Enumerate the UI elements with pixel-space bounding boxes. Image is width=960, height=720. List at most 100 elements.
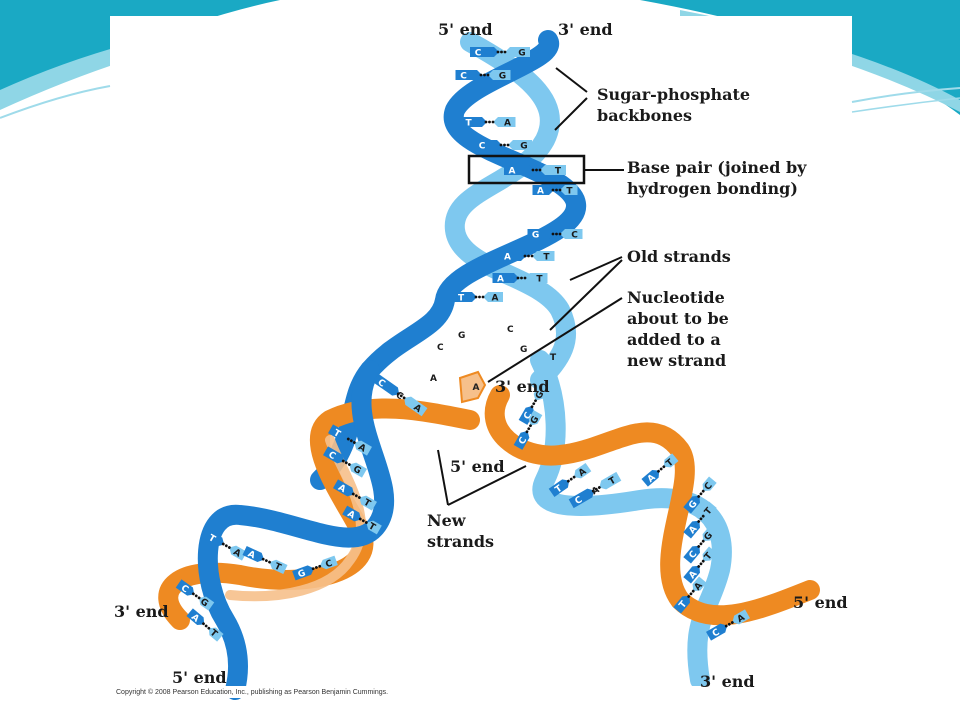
parent-base-pair-right-base [525, 273, 548, 283]
parent-base-pair-base-letter: A [497, 275, 504, 285]
parent-base-pair-hydrogen-bond-dot [520, 276, 523, 280]
right-base-pair-hydrogen-bond-dot [701, 539, 705, 543]
left-base-pair-hydrogen-bond-dot [346, 437, 350, 441]
label-left-5-end: 5' end [172, 668, 227, 687]
parent-base-pair-hydrogen-bond-dot [474, 295, 478, 299]
right-base-pair-left-base [683, 495, 700, 514]
left-base-pair-left-base [175, 579, 195, 596]
parent-base-pair-hydrogen-bond-dot [555, 188, 558, 192]
parent-base-pair-left-base [532, 185, 554, 195]
parent-base-pair-base-letter: C [571, 231, 578, 241]
right-base-pair-left-base [683, 565, 700, 584]
parent-base-pair-hydrogen-bond-dot [479, 73, 483, 77]
free-nucleotide-base: A [473, 383, 480, 393]
left-base-pair-left-base [342, 505, 362, 522]
right-base-pair-base-letter: A [590, 485, 601, 497]
parent-base-pair-hydrogen-bond-dot [531, 168, 535, 172]
parent-base-pair-base-letter: T [566, 187, 573, 197]
nucleotide-leader [487, 297, 623, 383]
right-base-pair-right-base [702, 476, 717, 492]
label-right-3-end: 3' end [700, 672, 755, 691]
left-base-pair-right-base [349, 462, 367, 478]
left-base-pair-base-letter: C [394, 390, 405, 402]
left-base-pair-hydrogen-bond-dot [268, 560, 271, 564]
fork-unpaired-base: C [437, 343, 444, 353]
right-base-pair-hydrogen-bond-dot [689, 592, 693, 596]
left-base-pair-hydrogen-bond-dot [191, 592, 195, 596]
right-base-pair-hydrogen-bond-dot [594, 487, 598, 491]
copyright-text: Copyright © 2008 Pearson Education, Inc.… [116, 689, 389, 696]
left-base-pair-hydrogen-bond-dot [402, 396, 406, 400]
right-swoosh-2 [851, 97, 960, 113]
right-base-pair-left-base [706, 623, 728, 641]
left-base-pair-hydrogen-bond-dot [318, 564, 322, 568]
parent-base-pair-base-letter: A [509, 167, 516, 177]
left-base-pair-hydrogen-bond-dot [358, 517, 362, 521]
left-base-pair-base-letter: C [179, 583, 190, 595]
parent-base-pair-hydrogen-bond-dot [558, 188, 562, 192]
left-base-pair-hydrogen-bond-dot [347, 463, 351, 466]
label-new-strands: New strands [427, 511, 495, 551]
parent-base-pair-base-letter: T [458, 294, 465, 304]
left-base-pair: TA [203, 529, 247, 561]
left-base-pair-hydrogen-bond-dot [352, 441, 356, 444]
right-swoosh [851, 87, 960, 103]
label-old-strands: Old strands [627, 247, 731, 266]
parent-base-pair-hydrogen-bond-dot [488, 120, 491, 124]
parent-base-pair-hydrogen-bond-dot [551, 232, 555, 236]
parent-base-pair-base-letter: T [465, 119, 472, 129]
parent-base-pair-right-base [540, 165, 566, 175]
right-base-pair-hydrogen-bond-dot [572, 475, 576, 479]
parent-base-pair-hydrogen-bond-dot [523, 254, 527, 258]
parent-base-pair-left-base [474, 140, 502, 150]
new-strands-leader-1 [437, 449, 449, 506]
parent-base-pair-left-base [504, 165, 534, 175]
right-base-pair-hydrogen-bond-dot [530, 405, 534, 409]
parent-base-pair-base-letter: A [537, 187, 544, 197]
parent-base-pair-hydrogen-bond-dot [496, 50, 500, 54]
label-top-5-end: 5' end [438, 20, 493, 39]
parent-base-pair-right-base [493, 117, 516, 127]
left-base-pair: CCA [372, 373, 428, 417]
top-left-wave [0, 0, 280, 105]
right-base-pair-hydrogen-bond-dot [701, 559, 705, 563]
left-base-pair-right-base [359, 495, 377, 511]
left-base-pair-left-base [333, 479, 355, 497]
parent-base-pair-base-letter: G [518, 49, 525, 59]
left-base-pair-base-letter: C [324, 558, 334, 570]
leader-lines [437, 67, 624, 506]
right-base-pair-right-base [702, 546, 717, 562]
parent-base-pair-hydrogen-bond-dot [538, 168, 542, 172]
right-base-pair: CAT [568, 471, 622, 509]
right-base-pair-base-letter: T [665, 457, 677, 469]
right-base-pair-left-base [548, 479, 570, 498]
left-base-pair-base-letter: A [246, 549, 257, 561]
parent-base-pair-base-letter: C [479, 142, 486, 152]
parent-base-pair-hydrogen-bond-dot [503, 50, 507, 54]
right-base-pair-hydrogen-bond-dot [525, 430, 529, 434]
right-base-pair-base-letter: C [574, 495, 585, 507]
left-base-pair: GC [292, 555, 338, 581]
right-base-pair-right-base [702, 526, 717, 542]
right-base-pair-base-letter: C [711, 627, 722, 639]
left-base-pair-base-letter: A [189, 612, 201, 624]
right-base-pair: TA [673, 576, 707, 614]
right-base-pair-base-letter: T [554, 483, 565, 495]
left-base-pair-right-base [269, 559, 288, 575]
parent-base-pair-base-letter: A [492, 294, 499, 304]
parent-base-pair-right-base [505, 47, 530, 57]
right-base-pair-hydrogen-bond-dot [699, 517, 703, 521]
left-base-pair-left-base [323, 446, 345, 464]
parent-base-pair-base-letter: T [543, 253, 550, 263]
right-base-pair-left-base [641, 470, 660, 487]
left-base-pair-right-base [404, 396, 428, 417]
left-base-pair-hydrogen-bond-dot [349, 439, 353, 443]
right-base-pair-base-letter: A [646, 473, 658, 485]
right-base-pair-right-base [528, 410, 543, 426]
fork-unpaired-base: C [507, 325, 514, 335]
right-base-pair-hydrogen-bond-dot [701, 514, 705, 518]
parent-base-pair-base-letter: A [504, 119, 511, 129]
